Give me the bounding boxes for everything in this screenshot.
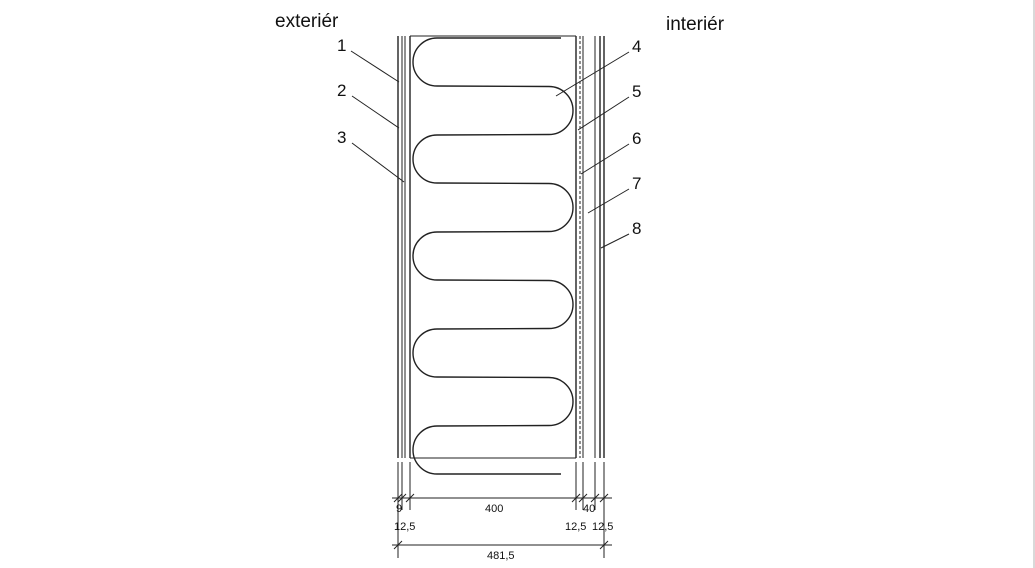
callout-number-5: 5: [632, 82, 641, 101]
dimension-label-12-5-left: 12,5: [394, 521, 415, 533]
callout-number-8: 8: [632, 219, 641, 238]
callout-leaders: [350, 50, 630, 249]
dimension-tick: [397, 493, 407, 503]
leader-line-6: [580, 143, 630, 175]
dimension-lines: [392, 462, 612, 558]
dimension-label-12-5-right: 12,5: [592, 521, 613, 533]
callout-numbers: 1 2 3 4 5 6 7 8: [337, 36, 641, 238]
leader-line-2: [351, 95, 400, 129]
dimension-label-total: 481,5: [487, 550, 515, 562]
dimension-tick: [571, 493, 581, 503]
callout-number-3: 3: [337, 128, 346, 147]
dimension-tick: [393, 540, 403, 550]
leader-line-5: [577, 96, 630, 131]
right-edge-frame: [1033, 0, 1035, 568]
insulation-pattern: [412, 37, 574, 475]
dimension-tick: [599, 493, 609, 503]
leader-line-1: [350, 50, 400, 83]
callout-number-2: 2: [337, 81, 346, 100]
wall-layers: [397, 35, 605, 459]
leader-line-4: [555, 51, 630, 97]
callout-number-7: 7: [632, 174, 641, 193]
dimension-tick: [590, 493, 600, 503]
dimension-labels: 9 400 40 12,5 12,5 12,5 481,5: [394, 503, 613, 562]
dimension-tick: [393, 493, 403, 503]
leader-line-3: [351, 142, 405, 183]
dimension-label-12-5-mid: 12,5: [565, 521, 586, 533]
interior-label: interiér: [666, 14, 725, 35]
dimension-tick: [578, 493, 588, 503]
dimension-label-40: 40: [583, 503, 595, 515]
callout-number-4: 4: [632, 37, 641, 56]
callout-number-6: 6: [632, 129, 641, 148]
leader-line-7: [587, 188, 630, 214]
callout-number-1: 1: [337, 36, 346, 55]
dimension-tick: [599, 540, 609, 550]
dimension-ticks: [393, 493, 609, 550]
leader-line-8: [600, 233, 630, 249]
dimension-label-9: 9: [396, 503, 402, 515]
dimension-tick: [405, 493, 415, 503]
exterior-label: exteriér: [275, 11, 339, 32]
dimension-label-400: 400: [485, 503, 503, 515]
